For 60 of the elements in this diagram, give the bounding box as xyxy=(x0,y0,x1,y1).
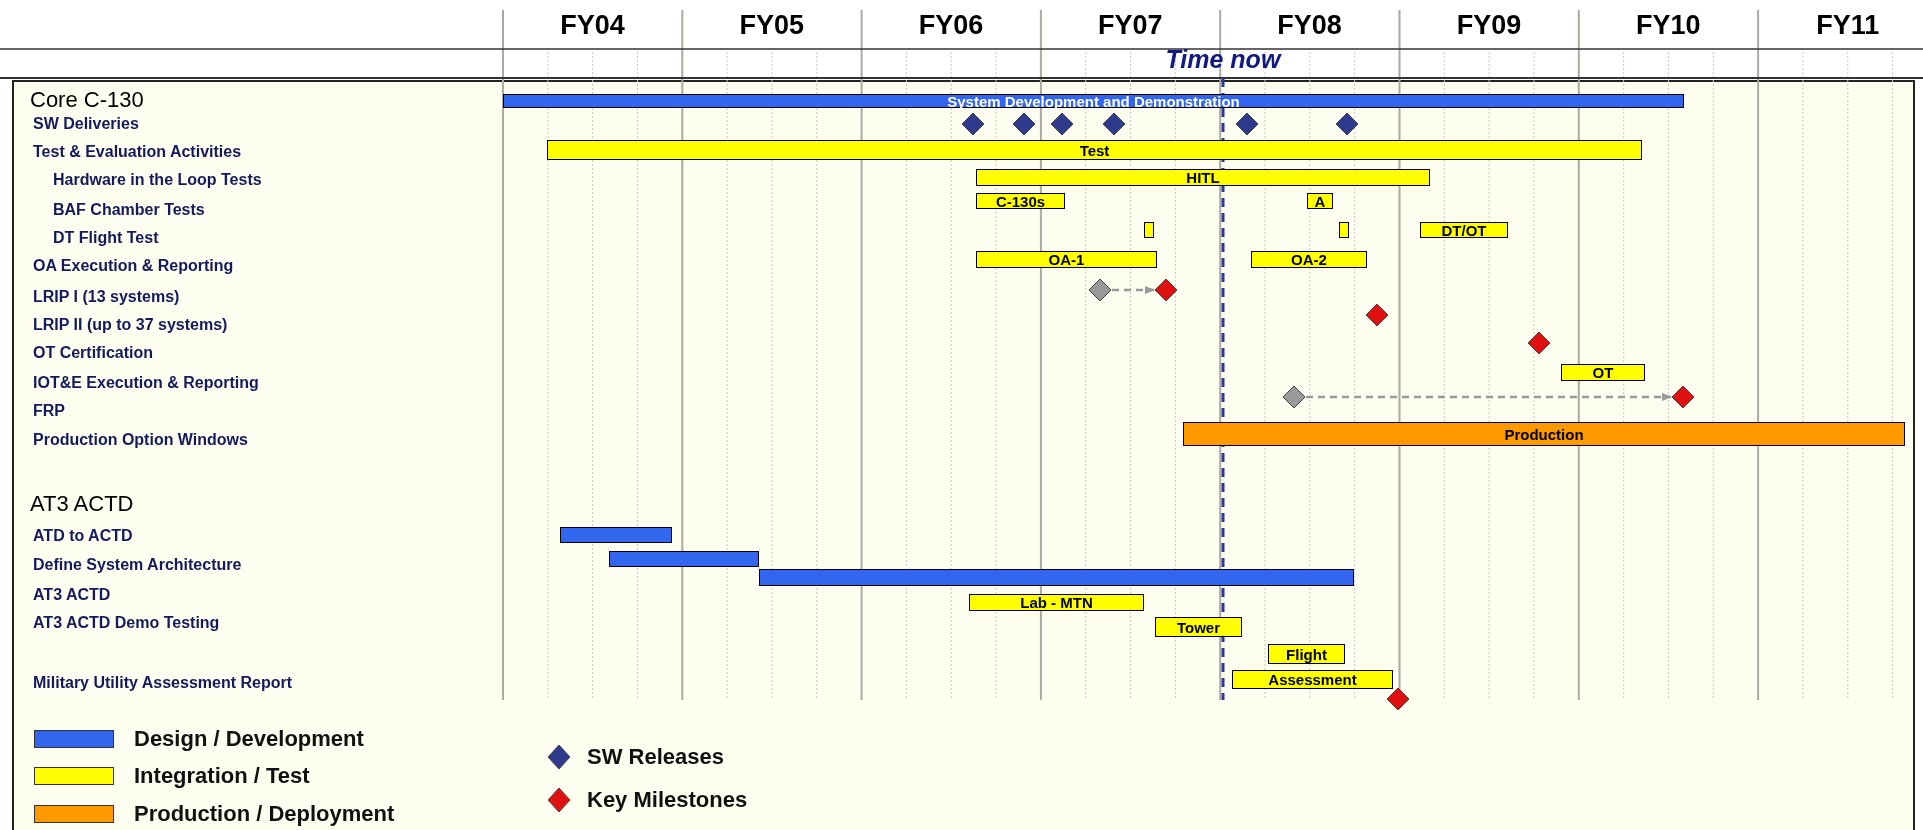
year-heading: FY07 xyxy=(1098,9,1163,41)
row-label: IOT&E Execution & Reporting xyxy=(33,374,259,392)
task-bar: Flight xyxy=(1268,644,1345,664)
row-label: AT3 ACTD Demo Testing xyxy=(33,614,220,632)
milestone-diamond xyxy=(1527,331,1551,355)
legend-label: Integration / Test xyxy=(134,763,310,789)
milestone-diamond xyxy=(1671,385,1695,409)
legend-label: Design / Development xyxy=(134,726,364,752)
milestone-diamond xyxy=(1282,385,1306,409)
time-now-label: Time now xyxy=(1165,44,1281,74)
milestone-diamond xyxy=(1386,687,1410,711)
milestone-diamond xyxy=(1335,112,1359,136)
section-heading: AT3 ACTD xyxy=(30,491,134,517)
milestone-diamond xyxy=(1050,112,1074,136)
milestone-diamond xyxy=(961,112,985,136)
row-label: Military Utility Assessment Report xyxy=(33,674,293,692)
year-heading: FY11 xyxy=(1816,9,1880,41)
year-heading: FY09 xyxy=(1456,9,1522,41)
task-bar xyxy=(1144,222,1154,238)
row-label: Hardware in the Loop Tests xyxy=(53,171,262,189)
task-bar xyxy=(560,527,672,543)
task-bar: DT/OT xyxy=(1420,222,1508,238)
row-label: Define System Architecture xyxy=(33,556,242,574)
year-heading: FY06 xyxy=(918,9,984,41)
milestone-diamond xyxy=(1012,112,1036,136)
milestone-diamond xyxy=(1088,278,1112,302)
row-label: LRIP II (up to 37 systems) xyxy=(33,316,228,334)
year-heading: FY08 xyxy=(1277,9,1342,41)
row-label: OA Execution & Reporting xyxy=(33,257,234,275)
task-bar: Production xyxy=(1183,422,1905,446)
milestone-diamond xyxy=(1235,112,1259,136)
row-label: OT Certification xyxy=(33,344,153,362)
row-label: DT Flight Test xyxy=(53,229,159,247)
row-label: Test & Evaluation Activities xyxy=(33,143,242,161)
task-bar: System Development and Demonstration xyxy=(503,94,1684,108)
task-bar: Tower xyxy=(1155,617,1242,637)
dashed-arrow xyxy=(1112,286,1155,294)
legend-label: Key Milestones xyxy=(587,787,748,813)
legend-label: Production / Deployment xyxy=(134,801,395,827)
section-heading: Core C-130 xyxy=(30,87,144,113)
task-bar xyxy=(1339,222,1349,238)
row-label: ATD to ACTD xyxy=(33,527,133,545)
task-bar: A xyxy=(1307,193,1333,209)
row-label: SW Deliveries xyxy=(33,115,139,133)
year-heading: FY05 xyxy=(739,9,804,41)
task-bar: C-130s xyxy=(976,193,1065,209)
row-label: Production Option Windows xyxy=(33,431,248,449)
row-label: AT3 ACTD xyxy=(33,586,111,604)
task-bar: Test xyxy=(547,140,1642,160)
dashed-arrow xyxy=(1306,393,1672,401)
milestone-diamond xyxy=(1365,303,1389,327)
milestone-diamond xyxy=(1154,278,1178,302)
row-label: BAF Chamber Tests xyxy=(53,201,205,219)
milestone-diamond xyxy=(1102,112,1126,136)
task-bar xyxy=(609,551,759,567)
year-heading: FY10 xyxy=(1635,9,1701,41)
year-heading: FY04 xyxy=(560,9,625,41)
row-label: FRP xyxy=(33,402,65,420)
legend-label: SW Releases xyxy=(587,744,724,770)
row-label: LRIP I (13 systems) xyxy=(33,288,180,306)
